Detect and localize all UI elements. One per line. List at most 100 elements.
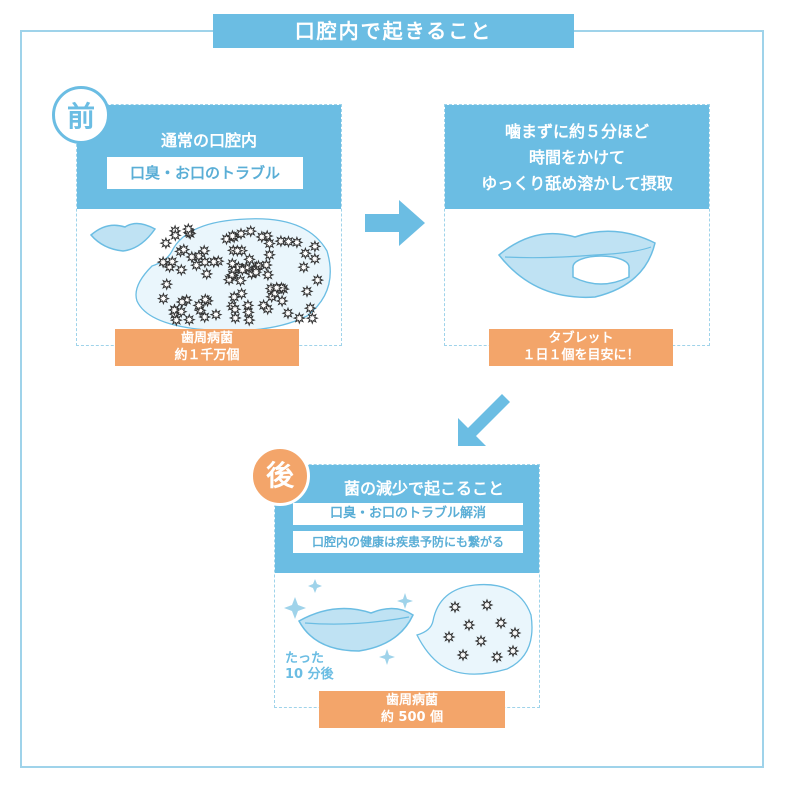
bacteria-icon — [242, 313, 256, 327]
bacteria-icon — [297, 260, 311, 274]
lips-with-tablet-illustration — [497, 230, 656, 299]
panel-tablet-header: 噛まずに約５分ほど 時間をかけて ゆっくり舐め溶かして摂取 — [445, 105, 709, 209]
panel-before-sub: 口臭・お口のトラブル — [107, 157, 303, 189]
bacteria-icon — [508, 626, 522, 640]
bacteria-icon — [189, 258, 203, 272]
bacteria-icon — [308, 252, 322, 266]
bacteria-icon — [225, 257, 239, 271]
bacteria-icon — [262, 248, 277, 262]
bacteria-icon — [200, 267, 214, 281]
label-line: 約 500 個 — [380, 710, 444, 725]
bacteria-icon — [262, 236, 277, 251]
panel-tablet-heading-line: ゆっくり舐め溶かして摂取 — [481, 174, 673, 193]
badge-before: 前 — [52, 86, 110, 144]
bacteria-icon — [494, 616, 508, 630]
bacteria-icon — [177, 243, 191, 257]
bacteria-icon — [241, 298, 255, 312]
bacteria-icon — [192, 298, 206, 312]
panel-before-heading: 通常の口腔内 — [160, 131, 257, 150]
bacteria-icon — [292, 311, 306, 325]
arrow-down-left-icon — [452, 392, 512, 452]
bacteria-icon — [249, 265, 263, 279]
bacteria-icon — [175, 295, 189, 309]
label-line: タブレット — [548, 331, 614, 346]
bacteria-icon — [198, 310, 212, 324]
bacteria-icon — [303, 301, 317, 315]
bacteria-icon — [230, 244, 244, 258]
panel-after: 菌の減少で起こること 口臭・お口のトラブル解消 口腔内の健康は疾患予防にも繋がる… — [274, 464, 540, 728]
arrow-right-icon — [365, 200, 425, 246]
panel-before-label: 歯周病菌 約１千万個 — [115, 329, 299, 366]
bacteria-icon — [235, 263, 249, 277]
bacteria-icon — [165, 255, 179, 269]
time-label-line: 10 分後 — [285, 667, 334, 682]
label-line: 歯周病菌 — [180, 331, 233, 346]
bacteria-icon — [181, 222, 195, 236]
lips-with-many-bacteria-illustration — [89, 218, 331, 332]
panel-tablet-label: タブレット １日１個を目安に！ — [489, 329, 673, 366]
bacteria-icon — [456, 648, 470, 662]
bacteria-icon — [167, 303, 181, 317]
bacteria-icon — [462, 618, 476, 632]
bacteria-icon — [311, 273, 325, 287]
bacteria-icon — [274, 234, 288, 248]
label-line: 約１千万個 — [174, 348, 240, 363]
bacteria-icon — [243, 252, 256, 266]
panel-after-heading: 菌の減少で起こること — [343, 479, 504, 498]
bacteria-icon — [244, 224, 258, 238]
label-line: 歯周病菌 — [385, 693, 438, 708]
bacteria-icon — [257, 298, 271, 312]
panel-after-header: 菌の減少で起こること 口臭・お口のトラブル解消 口腔内の健康は疾患予防にも繋がる — [275, 465, 539, 573]
bacteria-icon — [308, 239, 322, 253]
bacteria-icon — [255, 230, 269, 244]
bacteria-icon — [233, 274, 248, 288]
label-line: １日１個を目安に！ — [522, 348, 640, 363]
bacteria-icon — [228, 311, 242, 325]
time-label-line: たった — [285, 651, 325, 666]
bacteria-icon — [275, 294, 289, 308]
bacteria-icon — [261, 268, 275, 282]
bacteria-icon — [169, 313, 183, 327]
panel-after-label: 歯周病菌 約 500 個 — [319, 691, 505, 728]
panel-before-header: 通常の口腔内 口臭・お口のトラブル — [77, 105, 341, 209]
bacteria-icon — [225, 229, 239, 243]
bacteria-icon — [270, 281, 284, 295]
bacteria-icon — [182, 313, 196, 327]
bacteria-icon — [305, 311, 319, 325]
bacteria-icon — [234, 227, 248, 241]
bacteria-icon — [198, 255, 212, 269]
bacteria-icon — [174, 263, 188, 277]
panel-after-sub2: 口腔内の健康は疾患予防にも繋がる — [293, 531, 523, 553]
page-title: 口腔内で起きること — [213, 14, 574, 48]
bacteria-icon — [490, 650, 504, 664]
panel-tablet-heading-line: 噛まずに約５分ほど — [504, 122, 649, 141]
bacteria-icon — [506, 644, 520, 658]
bacteria-icon — [168, 228, 182, 242]
bacteria-icon — [174, 305, 188, 319]
bacteria-icon — [160, 277, 174, 291]
bacteria-icon — [281, 306, 295, 320]
bacteria-icon — [259, 258, 273, 272]
panel-before: 通常の口腔内 口臭・お口のトラブル 歯周病菌 約１千万個 — [76, 104, 342, 366]
bacteria-icon — [156, 292, 170, 306]
bacteria-icon — [235, 287, 249, 301]
bacteria-icon — [290, 235, 304, 249]
badge-after: 後 — [250, 446, 310, 506]
bacteria-icon — [442, 630, 456, 644]
lips-with-few-bacteria-illustration — [284, 579, 533, 675]
bacteria-icon — [480, 598, 494, 612]
bacteria-icon — [185, 250, 199, 264]
bacteria-icon — [448, 600, 462, 614]
panel-tablet-heading-line: 時間をかけて — [528, 148, 625, 167]
bacteria-icon — [241, 305, 255, 319]
panel-after-sub1: 口臭・お口のトラブル解消 — [293, 503, 523, 525]
bacteria-icon — [227, 290, 241, 304]
bacteria-icon — [298, 246, 312, 260]
bacteria-icon — [300, 284, 314, 298]
bacteria-icon — [281, 235, 296, 249]
bacteria-icon — [156, 255, 170, 269]
time-label: たった 10 分後 — [285, 651, 334, 683]
bacteria-icon — [474, 634, 488, 648]
bacteria-icon — [209, 308, 223, 322]
bacteria-icon — [159, 236, 173, 250]
